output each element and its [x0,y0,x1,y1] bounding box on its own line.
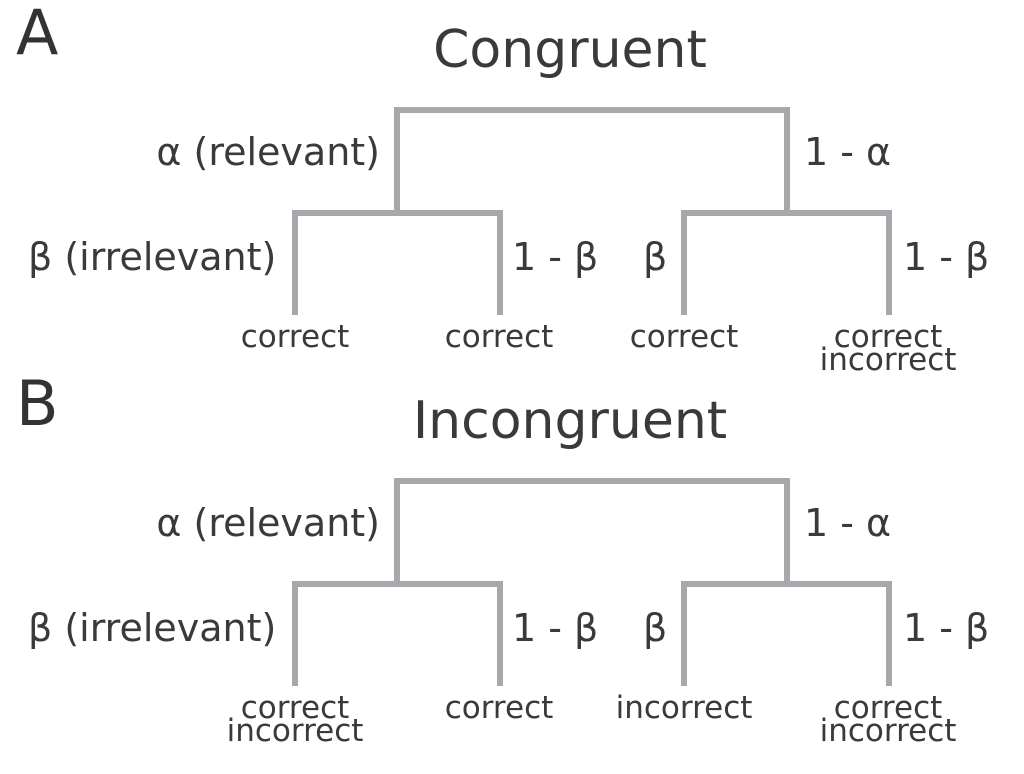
leaf-line-3 [681,210,687,315]
leaf-outcome-line: incorrect [226,713,364,749]
root-right-line [784,107,790,214]
panel-letter: A [16,0,59,69]
alpha-relevant-label: α (relevant) [156,501,380,545]
alpha-relevant-label: α (relevant) [156,130,380,174]
leaf-line-1 [292,581,298,686]
leaf-line-3 [681,581,687,686]
leaf-outcome-1: correct incorrect [185,690,405,749]
leaf-outcome-line: correct [240,690,350,726]
tree-title: Incongruent [412,391,728,451]
leaf-outcome-line: incorrect [615,690,753,726]
root-left-line [394,107,400,214]
panel-congruent: A Congruent α (relevant) 1 - α β (irrele… [0,0,1024,378]
leaf-outcome-line: correct [240,319,350,355]
right-subtree-bar [681,210,892,216]
one-minus-alpha-label: 1 - α [804,501,892,545]
left-subtree-bar [292,210,503,216]
panel-letter: B [16,367,59,440]
beta-irrelevant-label: β (irrelevant) [28,235,277,279]
left-subtree-bar [292,581,503,587]
leaf-line-4 [886,210,892,315]
tree-title: Congruent [433,20,707,80]
leaf-outcome-line: correct [444,319,554,355]
leaf-outcome-line: correct [629,319,739,355]
leaf-outcome-4: correct incorrect [778,319,998,378]
beta-label: β [643,606,668,650]
one-minus-alpha-label: 1 - α [804,130,892,174]
root-left-line [394,478,400,585]
leaf-line-1 [292,210,298,315]
one-minus-beta-right-label: 1 - β [903,606,990,650]
beta-irrelevant-label: β (irrelevant) [28,606,277,650]
leaf-line-4 [886,581,892,686]
beta-label: β [643,235,668,279]
leaf-outcome-4: correct incorrect [778,690,998,749]
leaf-line-2 [497,581,503,686]
leaf-outcome-line: incorrect [819,713,957,749]
leaf-outcome-line: correct [444,690,554,726]
leaf-outcome-line: incorrect [819,342,957,378]
root-branch-bar [394,107,790,113]
one-minus-beta-left-label: 1 - β [512,235,599,279]
one-minus-beta-left-label: 1 - β [512,606,599,650]
right-subtree-bar [681,581,892,587]
leaf-line-2 [497,210,503,315]
leaf-outcome-line: correct [833,690,943,726]
root-branch-bar [394,478,790,484]
leaf-outcome-2: correct [389,319,609,355]
leaf-outcome-line: correct [833,319,943,355]
leaf-outcome-3: correct [574,319,794,355]
leaf-outcome-1: correct [185,319,405,355]
leaf-outcome-3: incorrect [574,690,794,726]
panel-incongruent: B Incongruent α (relevant) 1 - α β (irre… [0,367,1024,749]
one-minus-beta-right-label: 1 - β [903,235,990,279]
root-right-line [784,478,790,585]
leaf-outcome-2: correct [389,690,609,726]
